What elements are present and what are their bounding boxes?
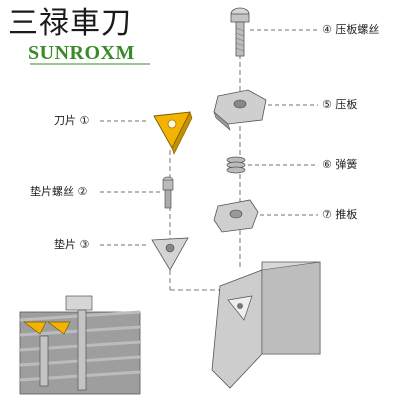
shim [151,237,189,271]
push-plate [213,199,259,233]
insert [153,111,193,155]
spring [226,156,246,174]
part-2-callout: 垫片螺丝 ② [30,185,87,199]
part-4-number: ④ [322,23,332,36]
part-6-label: 弹簧 [335,158,358,171]
part-6-callout: ⑥ 弹簧 [322,158,357,172]
part-5-callout: ⑤ 压板 [322,98,357,112]
part-4-callout: ④ 压板螺丝 [322,23,379,37]
part-6-number: ⑥ [322,158,332,171]
brand-chinese-name: 三禄車刀 [8,6,132,41]
part-7-callout: ⑦ 推板 [322,208,357,222]
part-1-number: ① [79,114,90,127]
part-5-label: 压板 [335,98,358,111]
part-3-callout: 垫片 ③ [54,238,89,252]
clamp-screw [230,7,250,57]
brand-english-name: SUNROXM [28,42,135,64]
part-2-label: 垫片螺丝 [30,185,74,198]
part-1-label: 刀片 [54,114,76,127]
shim-screw [162,176,174,209]
cutaway-inset [19,295,141,395]
part-7-number: ⑦ [322,208,332,221]
part-1-callout: 刀片 ① [54,114,89,128]
part-5-number: ⑤ [322,98,332,111]
part-3-number: ③ [79,238,90,251]
clamp-plate [213,89,267,131]
part-4-label: 压板螺丝 [335,23,380,36]
tool-holder [211,261,321,389]
part-7-label: 推板 [335,208,358,221]
part-2-number: ② [77,185,88,198]
part-3-label: 垫片 [54,238,76,251]
